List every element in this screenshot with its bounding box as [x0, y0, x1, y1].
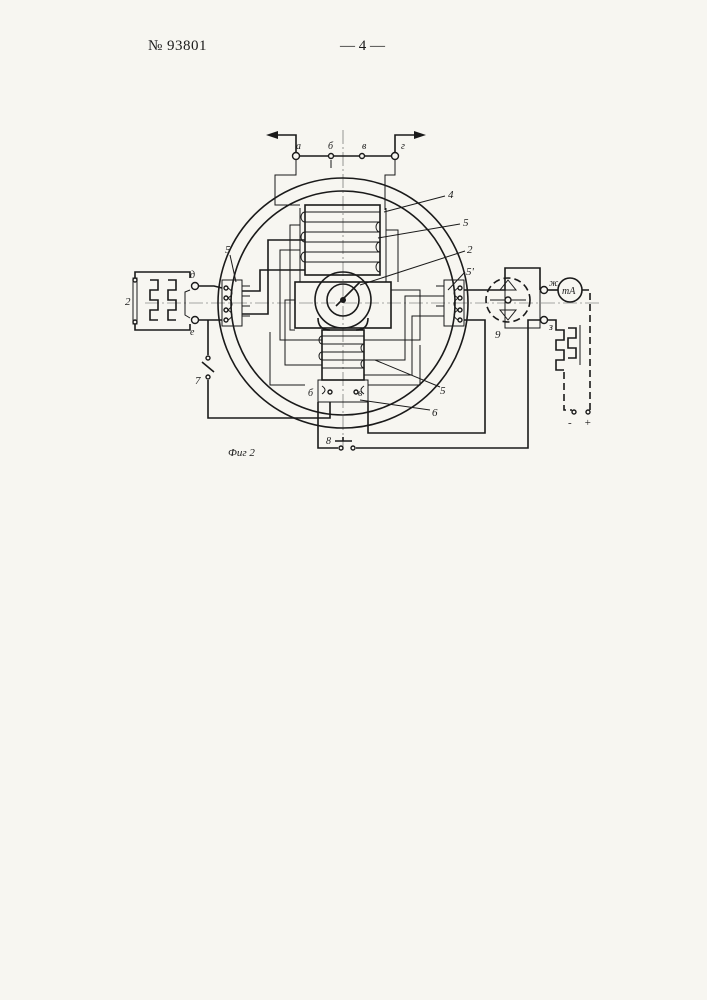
battery-minus-pin — [572, 410, 576, 414]
label-b2: б — [308, 388, 314, 399]
rheostat-dashed-lead — [564, 372, 572, 410]
battery-plus-pin — [586, 410, 590, 414]
label-7: 7 — [195, 375, 201, 387]
label-v: в — [362, 141, 367, 152]
button-contact-bottom — [206, 375, 210, 379]
button-blade — [202, 362, 214, 372]
meter-return-dashed — [582, 290, 590, 410]
terminal-e — [192, 317, 199, 324]
left-resistor — [133, 272, 190, 330]
label-2: 2 — [467, 244, 473, 256]
label-a: а — [296, 141, 301, 152]
lead-a — [275, 160, 300, 205]
switch-contact-right — [351, 446, 355, 450]
label-8: 8 — [326, 436, 331, 447]
label-5-top: 5 — [463, 217, 469, 229]
terminal-b2 — [328, 390, 332, 394]
label-5-bottom: 5 — [440, 385, 446, 397]
output-left-arrow — [266, 131, 278, 139]
battery-minus: - — [568, 417, 572, 429]
battery-plus: + — [584, 417, 591, 429]
terminal-zh — [541, 287, 548, 294]
top-coil-frame — [305, 205, 380, 275]
label-9: 9 — [495, 329, 501, 341]
label-g: г — [401, 141, 405, 152]
rotor-axis — [340, 297, 346, 303]
figure-caption: Фиг 2 — [228, 447, 255, 459]
switch-contact-left — [339, 446, 343, 450]
label-4: 4 — [448, 189, 454, 201]
label-v2: в — [358, 388, 363, 399]
top-coil-windings — [301, 212, 380, 272]
label-e: е — [190, 327, 195, 338]
left-resistor-top-pin — [133, 278, 137, 282]
left-link — [185, 290, 190, 318]
label-6: 6 — [432, 407, 438, 419]
meter-label: mA — [562, 286, 576, 297]
inner-wiring — [242, 225, 436, 385]
label-5-right: 5' — [466, 266, 475, 278]
terminal-g — [392, 153, 399, 160]
bridge-diodes — [490, 280, 526, 320]
terminal-v — [360, 154, 365, 159]
terminal-a — [293, 153, 300, 160]
output-right-arrow — [414, 131, 426, 139]
label-5-left: 5 — [225, 244, 231, 256]
label-left-2: 2 — [125, 296, 131, 308]
terminal-d — [192, 283, 199, 290]
button-return-lead — [208, 380, 330, 418]
label-d: д — [190, 270, 195, 281]
right-coil-windings — [436, 286, 462, 322]
switch-lead-right — [356, 320, 540, 448]
label-z: з — [548, 322, 553, 333]
terminal-b — [329, 154, 334, 159]
bottom-coil-windings — [319, 336, 364, 368]
label-b: б — [328, 141, 334, 152]
button-contact-top — [206, 356, 210, 360]
terminal-z — [541, 317, 548, 324]
left-resistor-bottom-pin — [133, 320, 137, 324]
